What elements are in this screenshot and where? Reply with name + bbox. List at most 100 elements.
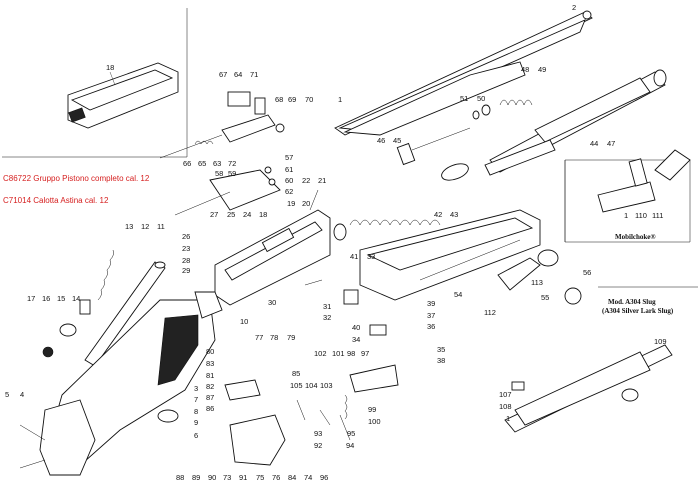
part-label: 105 <box>290 381 303 390</box>
part-label: 111 <box>652 211 663 220</box>
carrier-group <box>174 166 281 216</box>
caption-slug-subtitle: (A304 Silver Lark Slug) <box>602 307 674 315</box>
part-label: 61 <box>285 165 293 174</box>
part-label: 50 <box>477 94 485 103</box>
part-label: 89 <box>192 473 200 482</box>
part-label: 82 <box>206 382 214 391</box>
part-label: 43 <box>450 210 458 219</box>
part-label: 39 <box>427 299 435 308</box>
part-label: 99 <box>368 405 376 414</box>
part-label: 34 <box>352 335 360 344</box>
small-parts-left <box>42 299 91 358</box>
part-label: 98 <box>347 349 355 358</box>
caption-slug-title: Mod. A304 Slug <box>608 298 656 306</box>
part-label: 1 <box>506 414 510 423</box>
barrel-top <box>334 10 593 136</box>
part-label: 59 <box>228 169 236 178</box>
part-label: 14 <box>72 294 80 303</box>
part-label: 96 <box>320 473 328 482</box>
part-label: 2 <box>572 3 576 12</box>
piston-assembly <box>396 127 556 181</box>
part-label: 110 <box>635 211 647 220</box>
caption-mobilchoke: Mobilchoke® <box>615 233 656 241</box>
part-label: 24 <box>243 210 251 219</box>
spring-48 <box>472 99 533 120</box>
part-label: 76 <box>272 473 280 482</box>
part-label: 101 <box>332 349 345 358</box>
part-label: 104 <box>305 381 318 390</box>
part-label: 73 <box>223 473 231 482</box>
part-label: 88 <box>176 473 184 482</box>
part-label: 42 <box>434 210 442 219</box>
part-label: 38 <box>437 356 445 365</box>
part-label: 54 <box>454 290 462 299</box>
part-label: 44 <box>590 139 598 148</box>
part-label: 74 <box>304 473 312 482</box>
part-number-labels: 2 18 67 64 71 68 69 70 66 65 63 72 1 48 … <box>5 3 667 482</box>
part-label: 90 <box>208 473 216 482</box>
part-label: 27 <box>210 210 218 219</box>
part-label: 107 <box>499 390 512 399</box>
part-label: 95 <box>347 429 355 438</box>
part-label: 112 <box>484 308 496 317</box>
part-label: 31 <box>323 302 331 311</box>
receiver <box>214 209 331 306</box>
part-label: 10 <box>240 317 248 326</box>
part-label: 8 <box>194 407 198 416</box>
part-label: 29 <box>182 266 190 275</box>
part-label: 45 <box>393 136 401 145</box>
part-label: 49 <box>538 65 546 74</box>
part-label: 94 <box>346 441 354 450</box>
part-label: 6 <box>194 431 198 440</box>
part-label: 56 <box>583 268 591 277</box>
fore-end-main <box>359 209 541 301</box>
part-label: 108 <box>499 402 512 411</box>
part-label: 75 <box>256 473 264 482</box>
part-label: 48 <box>521 65 529 74</box>
part-label: 83 <box>206 359 214 368</box>
part-label: 86 <box>206 404 214 413</box>
fore-end-part <box>67 62 179 129</box>
part-label: 1 <box>338 95 342 104</box>
part-label: 23 <box>182 244 190 253</box>
part-label: 97 <box>361 349 369 358</box>
part-label: 32 <box>323 313 331 322</box>
part-label: 67 <box>219 70 227 79</box>
part-label: 72 <box>228 159 236 168</box>
part-label: 35 <box>437 345 445 354</box>
part-label: 37 <box>427 311 435 320</box>
part-label: 65 <box>198 159 206 168</box>
part-label: 33 <box>367 252 375 261</box>
part-label: 55 <box>541 293 549 302</box>
part-label: 113 <box>531 278 543 287</box>
part-label: 78 <box>270 333 278 342</box>
trigger-group <box>157 364 399 466</box>
part-label: 20 <box>302 199 310 208</box>
part-label: 3 <box>194 384 198 393</box>
part-label: 16 <box>42 294 50 303</box>
part-label: 85 <box>292 369 300 378</box>
note-piston-group: C86722 Gruppo Pistono completo cal. 12 <box>3 174 150 183</box>
recoil-spring <box>333 219 441 241</box>
part-label: 25 <box>227 210 235 219</box>
part-label: 22 <box>302 176 310 185</box>
part-label: 36 <box>427 322 435 331</box>
part-label: 92 <box>314 441 322 450</box>
part-label: 70 <box>305 95 313 104</box>
part-label: 5 <box>5 390 9 399</box>
part-label: 28 <box>182 256 190 265</box>
butt-pad <box>19 399 96 476</box>
part-label: 71 <box>250 70 258 79</box>
part-label: 77 <box>255 333 263 342</box>
part-label: 13 <box>125 222 133 231</box>
part-label: 11 <box>157 222 165 231</box>
part-label: 81 <box>206 371 214 380</box>
part-label: 79 <box>287 333 295 342</box>
fore-end-cap-parts <box>497 249 582 305</box>
part-label: 30 <box>268 298 276 307</box>
part-label: 103 <box>320 381 333 390</box>
part-label: 64 <box>234 70 242 79</box>
part-label: 102 <box>314 349 327 358</box>
